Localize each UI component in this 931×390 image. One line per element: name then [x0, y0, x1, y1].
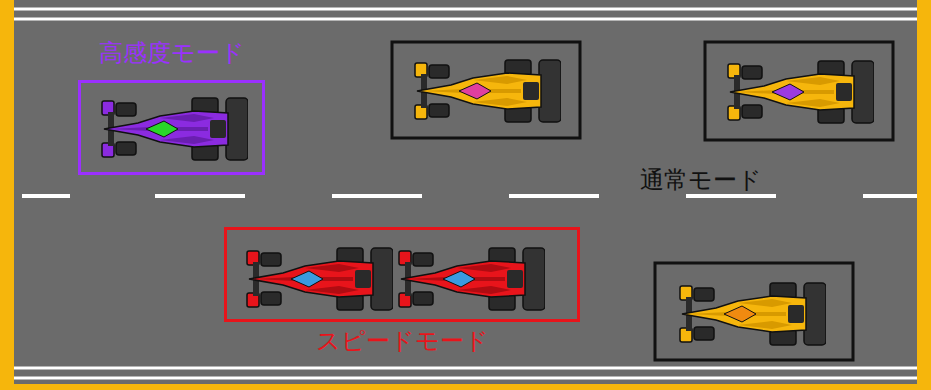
red-car: [247, 248, 393, 310]
car-frame: [655, 263, 853, 360]
car-frame: [705, 42, 893, 140]
mode-label: 通常モード: [640, 166, 762, 194]
road-edge-line: [14, 377, 917, 380]
car-frame: [392, 42, 580, 138]
yellow-car: [415, 60, 561, 122]
mode-box: スピードモード: [224, 227, 580, 322]
yellow-car: [680, 283, 826, 345]
road-edge-line: [14, 18, 917, 21]
mode-label: 高感度モード: [99, 39, 245, 67]
yellow-car: [728, 61, 874, 123]
red-car: [399, 248, 545, 310]
purple-car: [102, 98, 248, 160]
lane-dash: [155, 194, 917, 198]
mode-box: 高感度モード: [78, 80, 265, 175]
mode-label: スピードモード: [316, 327, 489, 355]
road-edge-line: [14, 367, 917, 370]
road-edge-line: [14, 8, 917, 11]
lane-dash: [22, 194, 70, 198]
road: [14, 0, 917, 384]
